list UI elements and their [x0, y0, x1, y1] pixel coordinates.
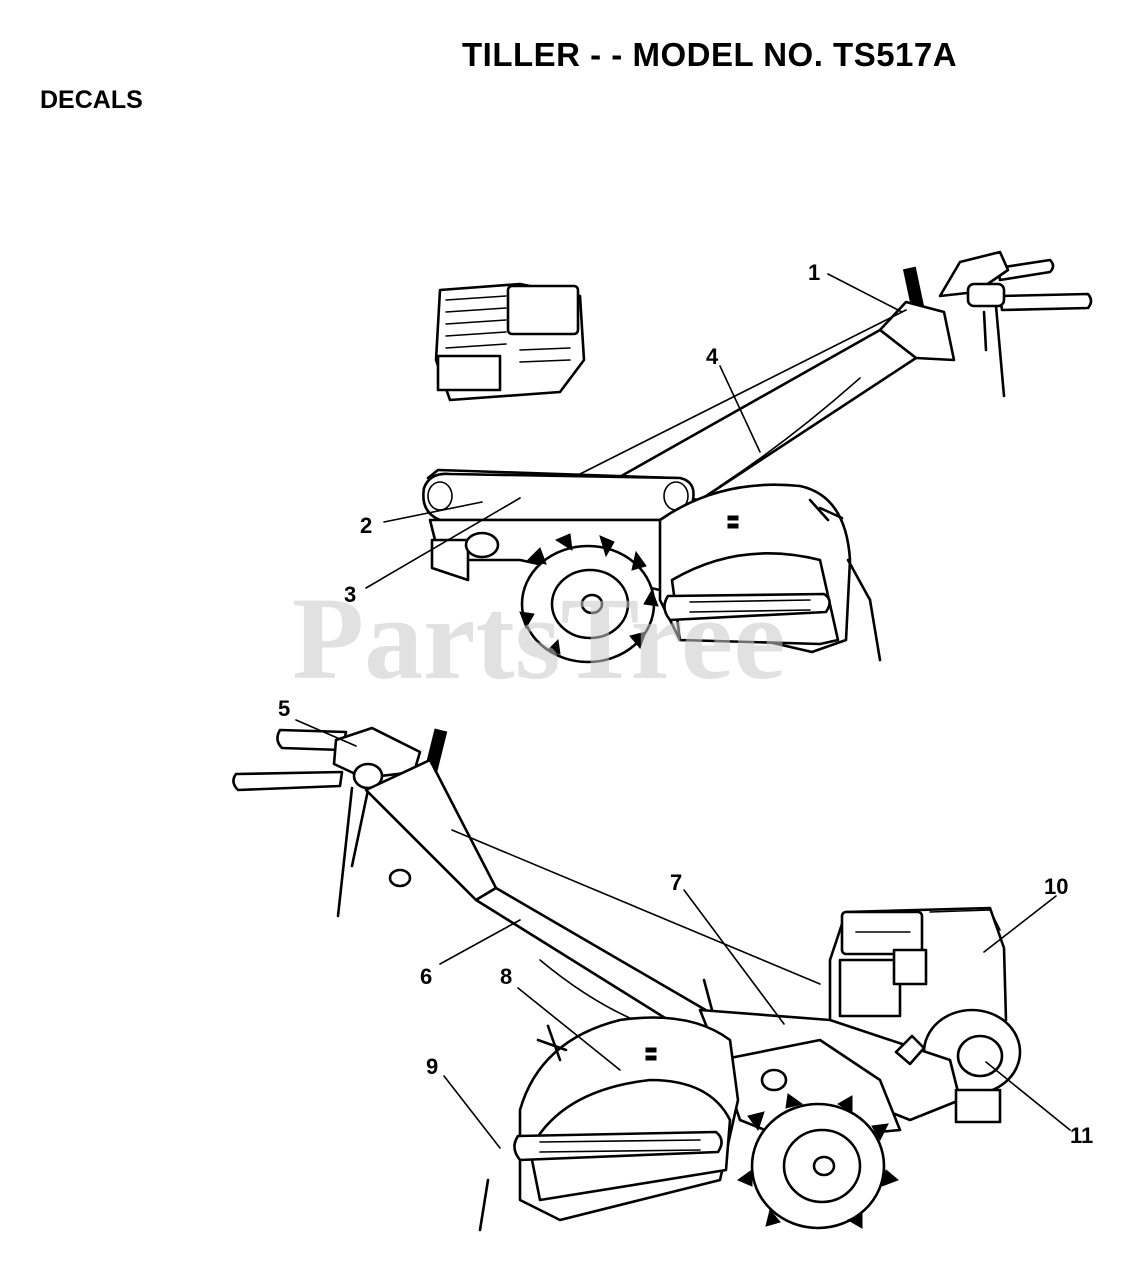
- chain-case-upper: [422, 468, 695, 522]
- callout-labels: 1 2 3 4 5 6 7 8 9 10 11: [278, 260, 1093, 1148]
- watermark: PartsTree: [292, 573, 786, 704]
- callout-8: 8: [500, 964, 512, 989]
- callout-11: 11: [1070, 1123, 1093, 1148]
- section-heading: DECALS: [40, 86, 143, 114]
- callout-10: 10: [1044, 874, 1068, 899]
- callout-2: 2: [360, 513, 372, 538]
- diagram-title: TILLER - - MODEL NO. TS517A: [462, 36, 958, 73]
- tine-shield-lower: [478, 1016, 740, 1232]
- engine-upper: [434, 282, 586, 402]
- tiller-right-side-view: [422, 250, 1093, 664]
- callout-9: 9: [426, 1054, 438, 1079]
- callout-5: 5: [278, 696, 290, 721]
- callout-1: 1: [808, 260, 820, 285]
- callout-6: 6: [420, 964, 432, 989]
- handle-tube-upper: [579, 300, 956, 502]
- handlebar-grips-upper: [938, 250, 1093, 312]
- callout-leaders: [295, 273, 1071, 1149]
- callout-3: 3: [344, 582, 356, 607]
- wheel-lower: [736, 1093, 899, 1230]
- tine-shield-upper: [658, 483, 882, 662]
- depth-lever-upper: [902, 266, 1006, 398]
- tiller-left-side-view: [232, 726, 1022, 1232]
- callout-4: 4: [706, 344, 719, 369]
- wheel-upper: [519, 533, 659, 664]
- callout-7: 7: [670, 870, 682, 895]
- handle-tube-lower: [364, 758, 821, 1048]
